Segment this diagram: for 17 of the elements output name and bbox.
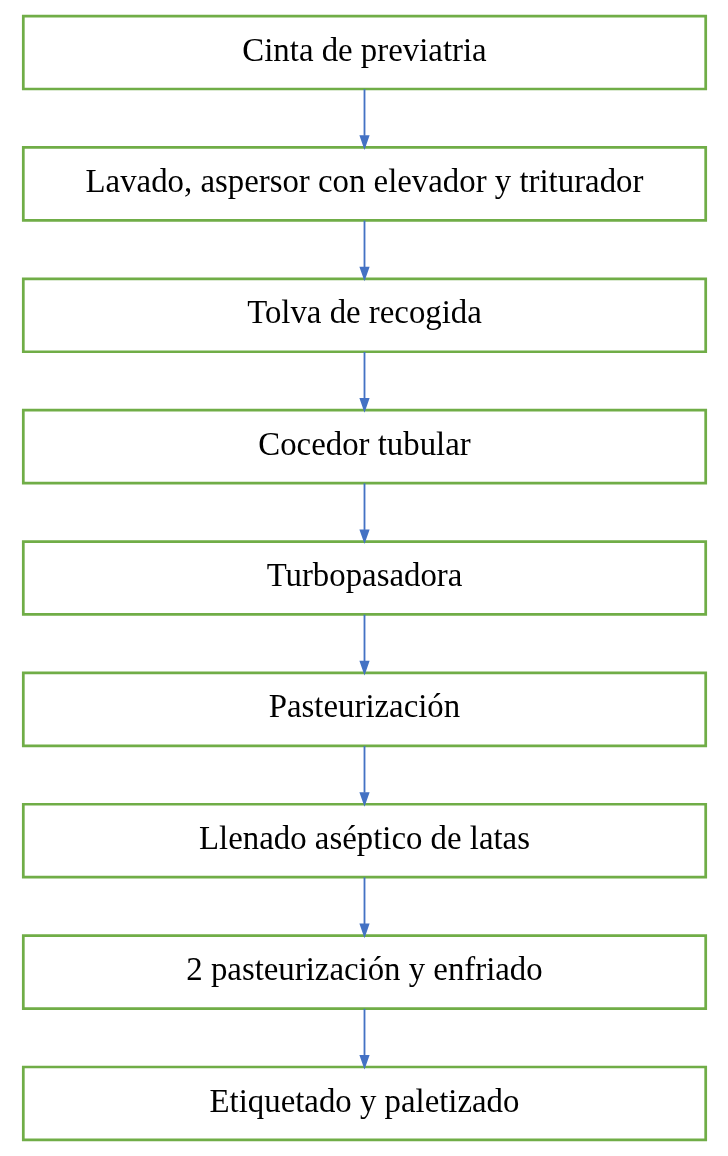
node-box: Cocedor tubular xyxy=(21,408,707,485)
arrow xyxy=(358,219,370,282)
arrow xyxy=(358,482,370,545)
node-box: Cinta de previatria xyxy=(21,14,707,91)
node-box: Tolva de recogida xyxy=(21,277,707,354)
node-box: Lavado, aspersor con elevador y triturador xyxy=(21,146,707,222)
arrow xyxy=(358,88,370,150)
arrow xyxy=(358,613,370,676)
arrow xyxy=(358,876,370,939)
node-box: Etiquetado y paletizado xyxy=(21,1065,707,1142)
arrow xyxy=(358,1007,370,1070)
arrow xyxy=(358,351,370,413)
node-box: 2 pasteurización y enfriado xyxy=(21,934,707,1010)
arrow xyxy=(358,745,370,807)
node-box: Pasteurización xyxy=(21,671,707,748)
node-box: Turbopasadora xyxy=(21,540,707,616)
node-box: Llenado aséptico de latas xyxy=(21,802,707,879)
